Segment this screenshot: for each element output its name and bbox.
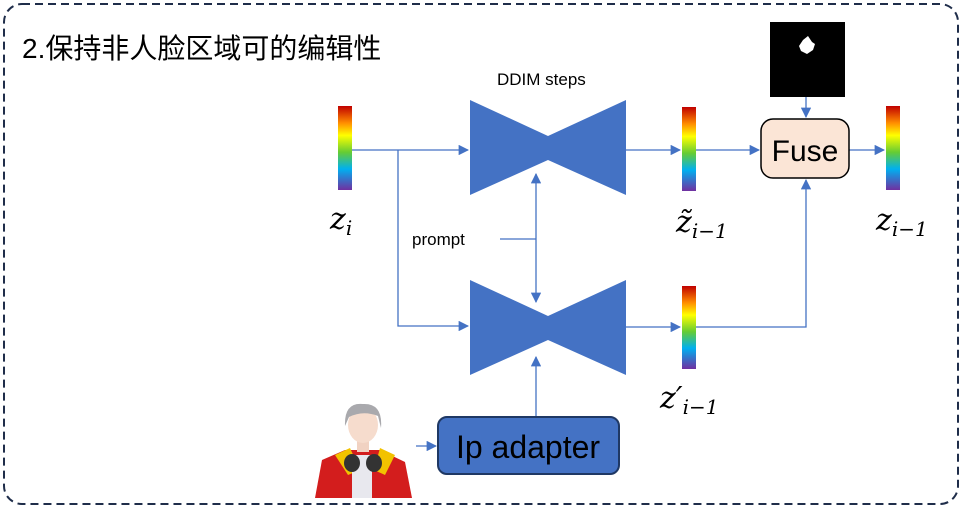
prompt-label: prompt	[412, 230, 465, 249]
fuse-box	[760, 118, 850, 179]
mask-image	[770, 22, 845, 97]
latent-z-prime-bar	[682, 286, 696, 369]
latent-z-out-bar	[886, 106, 900, 190]
ddim-steps-label: DDIM steps	[497, 70, 586, 89]
section-title: 2.保持非人脸区域可的编辑性	[22, 33, 381, 64]
mask-face-shape	[799, 36, 815, 54]
ip-adapter-box	[437, 416, 620, 475]
label-z-tilde: z̃i−1	[675, 205, 728, 243]
ip-adapter-label: Ip adapter	[456, 429, 600, 465]
latent-z-tilde-bar	[682, 107, 696, 191]
unet-bottom-bowtie	[470, 280, 626, 375]
label-z-i: zi	[329, 202, 352, 240]
dashed-border	[3, 3, 959, 505]
label-z-out: zi−1	[875, 203, 928, 241]
connectors	[352, 97, 886, 452]
unet-top-bowtie	[470, 100, 626, 195]
reference-person-image	[315, 403, 412, 498]
label-z-prime: z′i−1	[659, 381, 719, 419]
latent-z-i-bar	[338, 106, 352, 190]
fuse-label: Fuse	[772, 135, 839, 168]
